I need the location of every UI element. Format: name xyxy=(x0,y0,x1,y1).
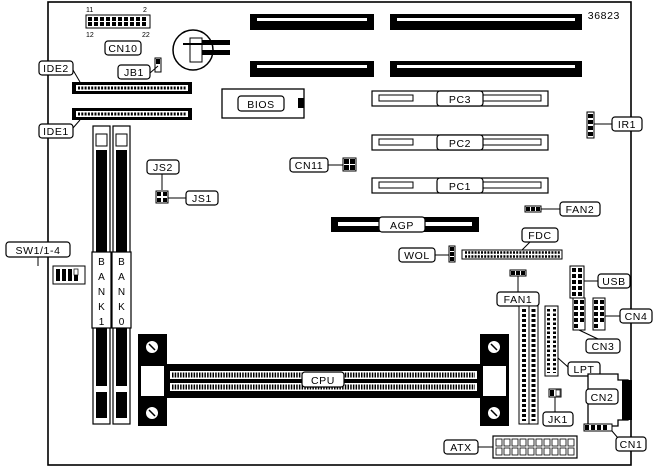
ir1-label: IR1 xyxy=(618,119,636,131)
pc2-label: PC2 xyxy=(449,138,471,150)
sw1-label: SW1/1-4 xyxy=(15,245,60,257)
cpu-label: CPU xyxy=(311,375,335,387)
bank0-letter-num: 0 xyxy=(119,317,125,328)
jb1-jumper: JB1 xyxy=(117,57,162,80)
figure-id: 36823 xyxy=(588,10,620,22)
cn10-connector: 11 2 12 22 CN10 xyxy=(85,7,151,56)
pin-label-22: 22 xyxy=(142,32,150,39)
js2-label: JS2 xyxy=(153,162,173,174)
ide1-connector: IDE1 xyxy=(38,108,192,139)
bios-label: BIOS xyxy=(247,99,275,111)
pci-slot-pc2: PC2 xyxy=(371,134,549,151)
fan1-connector: FAN1 xyxy=(496,269,540,307)
fdc-connector: FDC xyxy=(461,227,563,260)
cn2-label: CN2 xyxy=(591,392,614,404)
fan1-label: FAN1 xyxy=(504,294,533,306)
bank0-letter-k: K xyxy=(118,302,125,313)
fdc-label: FDC xyxy=(528,230,551,242)
wol-label: WOL xyxy=(404,250,430,262)
atx-power-connector: ATX xyxy=(443,435,578,459)
usb-connector: USB xyxy=(569,265,631,299)
pc1-label: PC1 xyxy=(449,181,471,193)
cn10-label: CN10 xyxy=(108,43,137,55)
bank0-letter-n: N xyxy=(118,287,125,298)
cn2-connector: CN2 xyxy=(585,373,632,427)
atx-label: ATX xyxy=(450,442,471,454)
ide2-connector: IDE2 xyxy=(38,60,192,94)
usb-label: USB xyxy=(602,276,625,288)
cpu-slot: CPU xyxy=(138,334,509,426)
memory-bank-0: B A N K 0 xyxy=(111,125,132,425)
pci-slot-pc1: PC1 xyxy=(371,177,549,194)
battery-icon xyxy=(172,29,230,71)
agp-label: AGP xyxy=(390,220,414,232)
cn1-label: CN1 xyxy=(620,439,643,451)
cn3-label: CN3 xyxy=(592,341,615,353)
bank1-letter-n: N xyxy=(98,287,105,298)
wol-connector: WOL xyxy=(398,245,456,263)
jk1-jumper: JK1 xyxy=(542,388,574,427)
bank0-letter-b: B xyxy=(118,257,125,268)
ide2-label: IDE2 xyxy=(43,63,69,75)
bank1-letter-b: B xyxy=(98,257,105,268)
ir1-connector: IR1 xyxy=(586,111,643,139)
bios-chip: BIOS xyxy=(221,88,305,119)
fan2-label: FAN2 xyxy=(566,204,595,216)
lpt-label: LPT xyxy=(573,364,594,376)
lpt-connector: LPT xyxy=(518,305,601,425)
pin-label-12: 12 xyxy=(86,32,94,39)
jk1-label: JK1 xyxy=(548,414,568,426)
js1-label: JS1 xyxy=(192,193,212,205)
cn11-label: CN11 xyxy=(295,160,323,172)
bank0-letter-a: A xyxy=(118,272,125,283)
top-slots xyxy=(250,14,582,77)
agp-slot: AGP xyxy=(331,216,479,233)
jb1-label: JB1 xyxy=(124,67,144,79)
ide1-label: IDE1 xyxy=(43,126,69,138)
cn11-connector: CN11 xyxy=(289,157,357,173)
pci-slot-pc3: PC3 xyxy=(371,90,549,107)
bank1-letter-a: A xyxy=(98,272,105,283)
js-jumpers: JS2 JS1 xyxy=(146,159,219,206)
cn3-connector: CN3 xyxy=(572,297,621,354)
bank1-letter-num: 1 xyxy=(99,317,105,328)
bank1-letter-k: K xyxy=(98,302,105,313)
cn1-connector: CN1 xyxy=(583,423,647,452)
fan2-connector: FAN2 xyxy=(524,201,601,217)
memory-bank-1: B A N K 1 xyxy=(91,125,112,425)
cn4-connector: CN4 xyxy=(592,297,653,331)
pin-label-2: 2 xyxy=(143,7,147,14)
cn4-label: CN4 xyxy=(625,311,648,323)
pc3-label: PC3 xyxy=(449,94,471,106)
sw1-dip-switch: SW1/1-4 xyxy=(5,241,86,285)
pin-label-11: 11 xyxy=(86,7,93,14)
